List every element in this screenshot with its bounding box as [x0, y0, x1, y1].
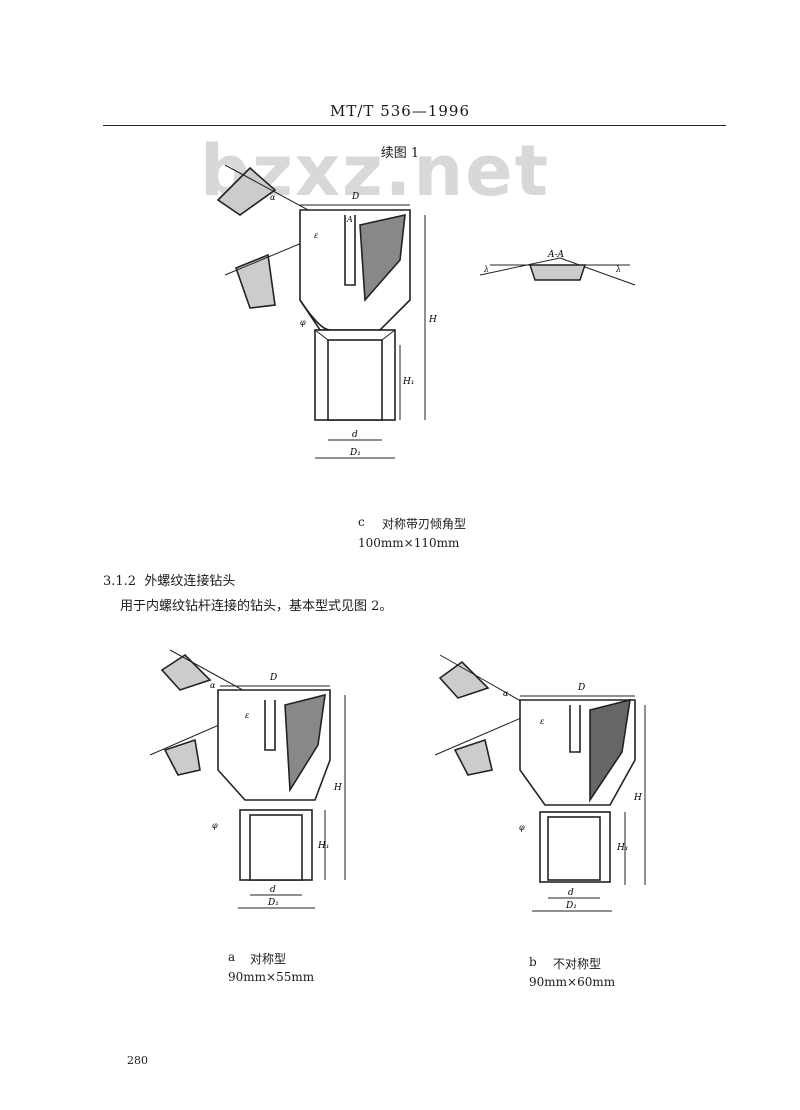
- page-number: 280: [127, 1054, 148, 1067]
- dim-H-a: H: [333, 783, 342, 793]
- dim-H-b: H: [633, 793, 642, 803]
- label-alpha-a: α: [210, 681, 216, 690]
- dim-D1-c: D₁: [349, 448, 361, 458]
- dim-D-b: D: [577, 683, 585, 693]
- figure-c-caption-letter: c: [358, 515, 365, 529]
- insert-detail-lower: [234, 253, 276, 309]
- section-number: 3.1.2: [103, 574, 137, 589]
- label-epsilon-b: ε: [540, 717, 544, 726]
- label-A-c: A: [346, 215, 353, 224]
- label-phi-a: φ: [212, 821, 218, 830]
- dim-D-c: D: [351, 192, 359, 202]
- dim-D-a: D: [269, 673, 277, 683]
- label-phi-b: φ: [519, 823, 525, 832]
- figure-c-caption-name: 对称带刃倾角型: [382, 517, 467, 531]
- label-epsilon-a: ε: [245, 711, 249, 720]
- label-alpha-c: α: [270, 193, 276, 202]
- dim-D1-a: D₁: [267, 898, 279, 908]
- dim-H1-a: H₁: [317, 841, 329, 851]
- dim-H-c: H: [428, 315, 437, 325]
- insert-detail-upper: [216, 166, 277, 216]
- dim-H1-c: H₁: [402, 377, 414, 387]
- section-title: 外螺纹连接钻头: [144, 574, 236, 589]
- figure-a-caption-name: 对称型: [250, 952, 287, 966]
- label-alpha-b: α: [503, 689, 509, 698]
- dim-D1-b: D₁: [565, 901, 577, 911]
- section-body: 用于内螺纹钻杆连接的钻头，基本型式见图 2。: [120, 599, 393, 614]
- standard-number: MT/T 536—1996: [330, 102, 470, 120]
- label-lambda-left: λ: [483, 265, 489, 274]
- figure-b-size: 90mm×60mm: [529, 975, 616, 989]
- label-epsilon-c: ε: [314, 231, 318, 240]
- label-AA: A-A: [547, 250, 565, 260]
- figure-c-size: 100mm×110mm: [358, 536, 460, 550]
- dim-d-b: d: [568, 888, 574, 898]
- section-heading: 3.1.2 外螺纹连接钻头: [103, 570, 235, 589]
- figure-a-size: 90mm×55mm: [228, 970, 315, 984]
- figure-a-caption-letter: a: [228, 950, 236, 964]
- header-rule: [103, 125, 726, 126]
- figure-b-caption-name: 不对称型: [553, 957, 602, 971]
- dim-d-a: d: [270, 885, 276, 895]
- dim-H1-b: H₁: [616, 843, 628, 853]
- label-lambda-right: λ: [615, 265, 621, 274]
- figure-b-caption-letter: b: [529, 955, 537, 969]
- label-phi-c: φ: [300, 318, 306, 327]
- dim-d-c: d: [352, 430, 358, 440]
- figure-continued-title: 续图 1: [380, 146, 420, 161]
